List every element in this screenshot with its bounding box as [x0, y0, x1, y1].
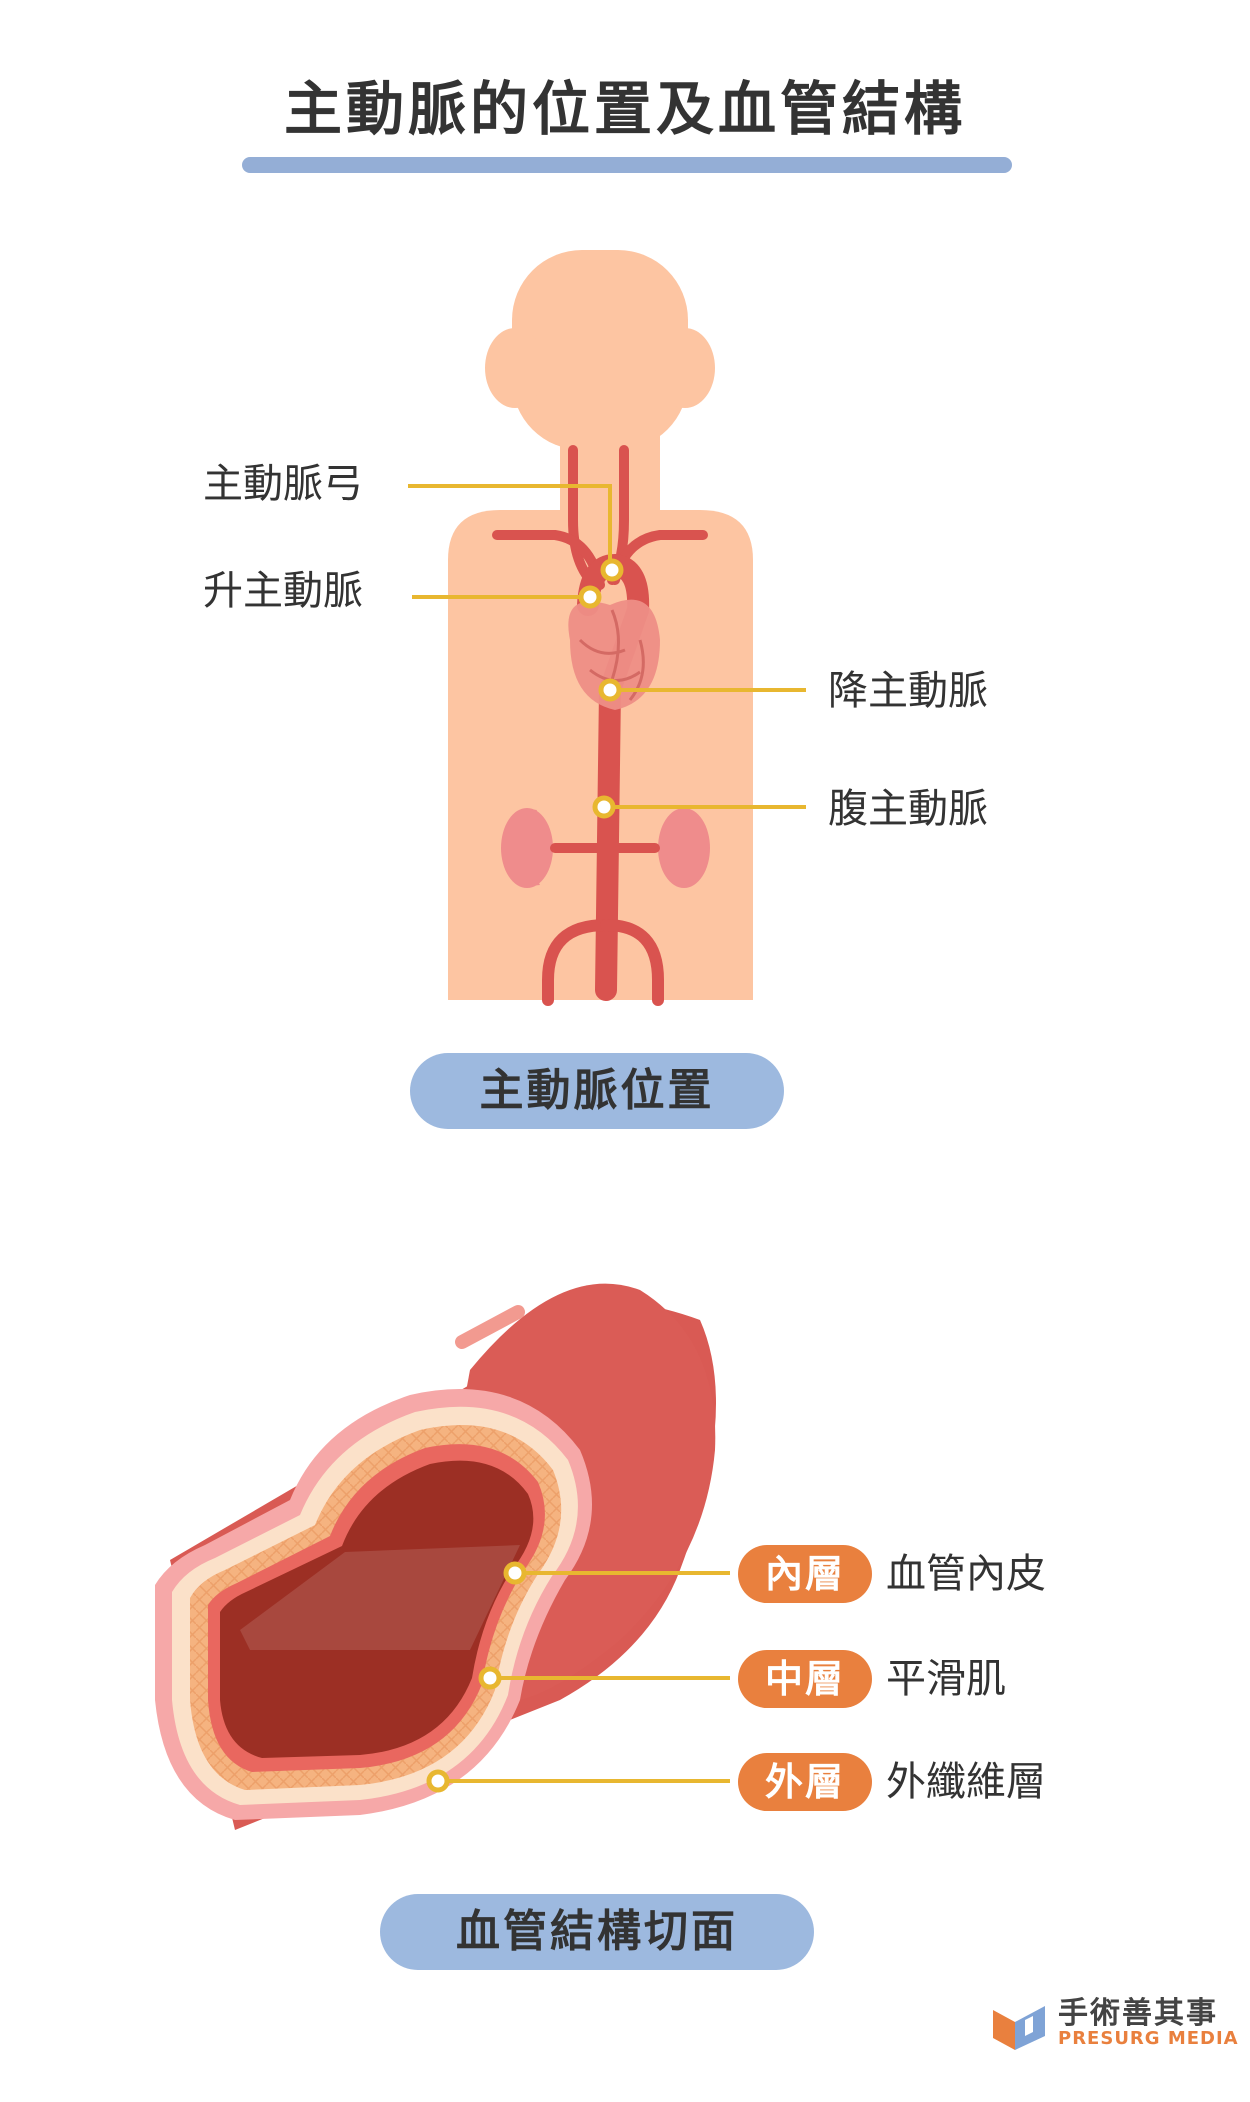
- brand-logo-icon: [993, 2006, 1045, 2050]
- dot-inner: [503, 1561, 527, 1585]
- brand-name-cn: 手術善其事: [1058, 1996, 1218, 2031]
- label-aortic-arch: 主動脈弓: [203, 461, 363, 507]
- left-ear: [485, 328, 545, 408]
- label-fibrous-layer: 外纖維層: [886, 1759, 1046, 1805]
- dot-outer: [426, 1769, 450, 1793]
- right-iliac: [600, 919, 664, 1006]
- dot-ascending: [578, 585, 602, 609]
- lower-dots: [426, 1561, 527, 1793]
- dot-descending: [598, 678, 622, 702]
- tube-highlight: [455, 1305, 525, 1349]
- page-title: 主動脈的位置及血管結構: [283, 75, 966, 143]
- brand-name-en: PRESURG MEDIA: [1058, 2028, 1239, 2049]
- tag-middle-layer: 中層: [738, 1650, 872, 1708]
- lumen: [220, 1460, 534, 1758]
- label-ascending-aorta: 升主動脈: [203, 568, 363, 614]
- label-descending-aorta: 降主動脈: [828, 668, 988, 714]
- dot-abdominal: [592, 795, 616, 819]
- head: [512, 250, 688, 450]
- label-smooth-muscle: 平滑肌: [886, 1656, 1006, 1702]
- leader-arch: [408, 484, 612, 570]
- caption-vessel-section: 血管結構切面: [380, 1894, 814, 1970]
- vessel-cross-section: [155, 1389, 592, 1820]
- label-endothelium: 血管內皮: [886, 1551, 1046, 1597]
- lower-leaders: [438, 1571, 730, 1783]
- label-abdominal-aorta: 腹主動脈: [828, 786, 988, 832]
- dot-middle: [478, 1666, 502, 1690]
- right-ear: [655, 328, 715, 408]
- caption-aorta-position: 主動脈位置: [410, 1053, 784, 1129]
- dot-arch: [600, 558, 624, 582]
- tag-inner-layer: 內層: [738, 1545, 872, 1603]
- upper-leaders: [408, 484, 806, 809]
- kidneys: [501, 808, 710, 888]
- title-underline: [242, 157, 1012, 173]
- left-iliac: [542, 919, 612, 1006]
- lumen-glare: [240, 1545, 520, 1650]
- upper-dots: [578, 558, 624, 819]
- tag-outer-layer: 外層: [738, 1753, 872, 1811]
